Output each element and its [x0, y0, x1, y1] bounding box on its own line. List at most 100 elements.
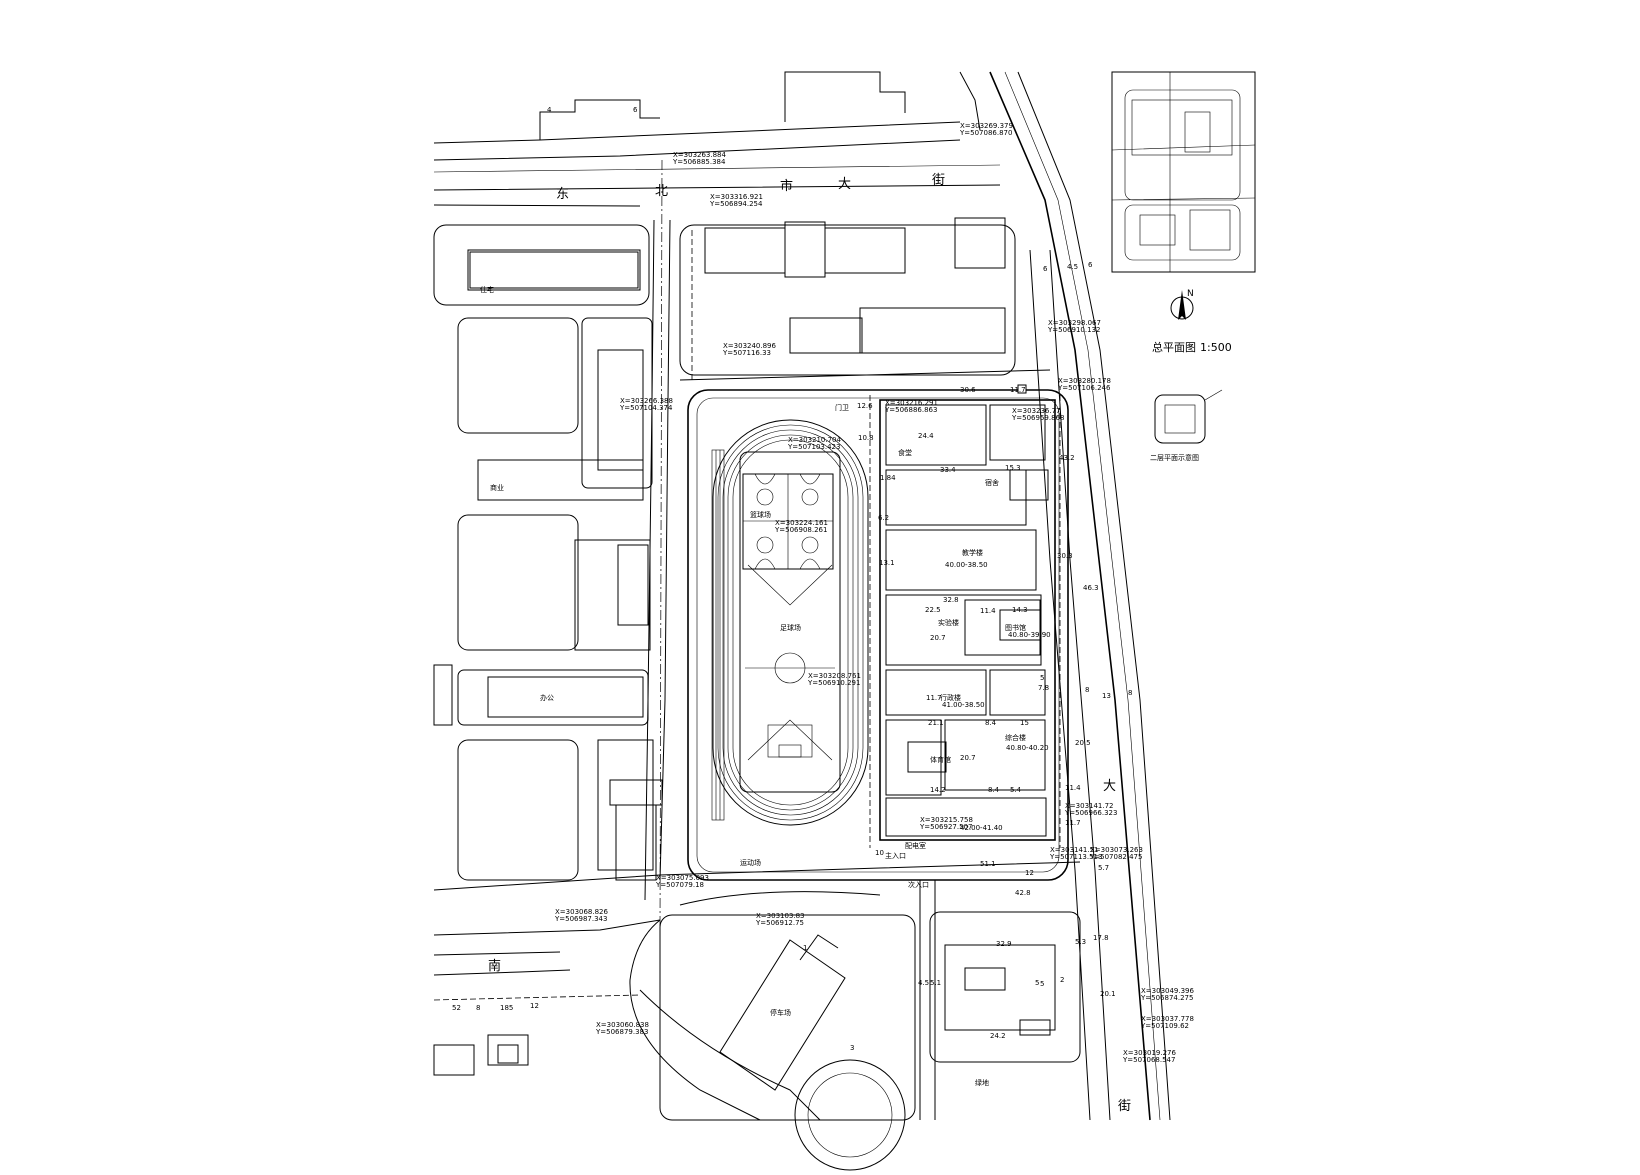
dimension-label: 4.5	[1067, 263, 1078, 271]
dimension-label: 6.2	[878, 514, 889, 522]
dimension-label: 43.2	[1059, 454, 1075, 462]
coord-label: X=303263.884	[673, 151, 727, 159]
elevation-label: 40.80-39.90	[1008, 631, 1051, 639]
building-label: 行政楼	[940, 693, 961, 702]
dimension-label: 20.1	[1100, 990, 1116, 998]
coord-label: X=303037.778	[1141, 1015, 1194, 1023]
dimension-label: 12.6	[857, 402, 873, 410]
road-label-south: 南	[488, 958, 501, 974]
dimension-label: 7.8	[1038, 684, 1049, 692]
dimension-label: 11.7	[926, 694, 942, 702]
coord-label: X=303019.276	[1123, 1049, 1177, 1057]
coord-label: X=303240.896	[723, 342, 777, 350]
school-building-complex	[869, 384, 1061, 848]
dimension-label: 185	[500, 1004, 513, 1012]
coord-label: Y=507103.423	[787, 443, 840, 451]
coord-label: Y=507109.62	[1140, 1022, 1189, 1030]
coord-label: Y=506885.384	[672, 158, 726, 166]
dimension-label: 46.3	[1083, 584, 1099, 592]
coord-label: Y=507082.475	[1089, 853, 1142, 861]
coord-label: X=303266.388	[620, 397, 673, 405]
dimension-label: 24.4	[918, 432, 934, 440]
dimension-label: 5.1	[930, 979, 941, 987]
road-label-east-1: 大	[1103, 779, 1116, 794]
coord-label: Y=507104.374	[619, 404, 673, 412]
lot-number: 6	[633, 106, 638, 114]
coord-label: X=303075.093	[656, 874, 709, 882]
dimension-label: 33.4	[940, 466, 956, 474]
drawing-scale: 1:500	[1200, 341, 1232, 354]
dimension-label: 5.3	[1075, 938, 1086, 946]
road-label-4: 大	[838, 177, 851, 192]
lot-number: 5	[1035, 979, 1039, 987]
road-label-3: 市	[780, 178, 793, 194]
dimension-label: 8	[476, 1004, 480, 1012]
coord-label: X=303060.838	[596, 1021, 649, 1029]
building-label: 实验楼	[938, 618, 959, 627]
lot-number: 1	[803, 944, 807, 952]
coord-label: Y=506912.75	[755, 919, 804, 927]
coord-label: Y=507116.33	[722, 349, 771, 357]
building-label: 体育馆	[930, 755, 951, 764]
building-label: 住宅	[480, 285, 494, 294]
dimension-label: 17.8	[1093, 934, 1109, 942]
dimension-label: 5.4	[1010, 786, 1022, 794]
dimension-label: 11.4	[980, 607, 996, 615]
dimension-label: 15.3	[1005, 464, 1021, 472]
coord-label: X=303141.51	[1050, 846, 1099, 854]
coord-label: Y=506894.254	[709, 200, 763, 208]
dimension-label: 8	[1128, 689, 1132, 697]
coord-label: X=303298.067	[1048, 319, 1101, 327]
coord-label: X=303103.83	[756, 912, 805, 920]
coord-label: X=303316.921	[710, 193, 763, 201]
building-label: 绿地	[975, 1078, 989, 1087]
dimension-label: 22.5	[925, 606, 941, 614]
coord-label: X=303049.396	[1141, 987, 1195, 995]
coord-label: Y=506966.323	[1064, 809, 1117, 817]
building-label: 食堂	[898, 448, 912, 457]
dimension-label: 5	[1040, 674, 1044, 682]
coord-label: Y=506910.132	[1047, 326, 1100, 334]
coord-label: Y=506927.507	[919, 823, 972, 831]
dimension-label: 30.6	[960, 386, 976, 394]
road-label-5: 街	[932, 173, 945, 188]
dimension-label: 32.9	[996, 940, 1012, 948]
dimension-label: 8.4	[985, 719, 997, 727]
dimension-label: 20.5	[1075, 739, 1091, 747]
west-buildings	[433, 224, 663, 1076]
dimension-label: 12	[1025, 869, 1034, 877]
dimension-label: 13.1	[879, 559, 895, 567]
dimension-label: 6	[1088, 261, 1093, 269]
dimension-label: 51.1	[980, 860, 996, 868]
north-buildings	[679, 217, 1051, 381]
road-label-1: 东	[556, 187, 569, 202]
building-label: 教学楼	[962, 548, 983, 557]
coord-label: X=303141.72	[1065, 802, 1114, 810]
dimension-label: 20.7	[930, 634, 946, 642]
dimension-label: 42.8	[1015, 889, 1031, 897]
building-label: 篮球场	[750, 510, 771, 519]
inset-key-map	[1111, 71, 1256, 273]
dimension-label: 52	[452, 1004, 461, 1012]
building-label: 宿舍	[985, 478, 999, 487]
building-label: 综合楼	[1005, 733, 1026, 742]
building-label: 足球场	[780, 623, 801, 632]
elevation-label: 42.00-41.40	[960, 824, 1003, 832]
coord-label: X=303068.826	[555, 908, 609, 916]
dimension-label: 13	[1102, 692, 1111, 700]
lot-number: 4	[547, 106, 552, 114]
building-label: 图书馆	[1005, 623, 1026, 632]
coord-label: Y=506959.868	[1011, 414, 1064, 422]
dimension-label: 11.7	[1065, 819, 1081, 827]
coord-label: Y=506908.261	[774, 526, 827, 534]
coord-label: X=303210.704	[788, 436, 842, 444]
dimension-label: 30.3	[1057, 552, 1073, 560]
coord-label: X=303208.761	[808, 672, 861, 680]
dimension-label: 11.4	[1065, 784, 1081, 792]
building-label: 停车场	[770, 1008, 791, 1017]
building-label: 办公	[540, 693, 554, 702]
coord-label: Y=507079.18	[655, 881, 704, 889]
north-label: N	[1187, 289, 1194, 299]
coord-label: Y=506874.275	[1140, 994, 1193, 1002]
